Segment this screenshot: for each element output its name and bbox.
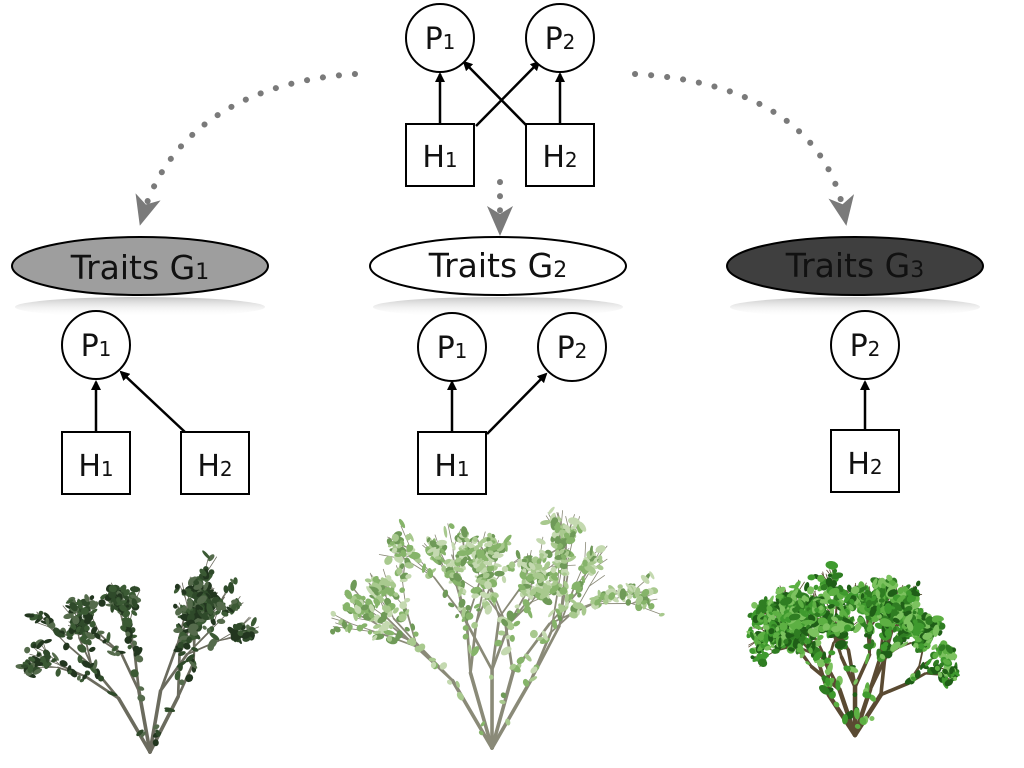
svg-text:P1: P1 [437,331,468,366]
svg-text:P2: P2 [557,331,588,366]
edge-h1-p2-top [475,60,541,127]
trait-g3-shadow [730,297,980,317]
node-p1-g2: P1 [417,312,487,382]
trait-g2-label: Traits G2 [428,246,567,285]
group3-network: P2 H2 [830,310,900,493]
node-h1-g2: H1 [417,431,487,495]
plant-image-left [15,550,260,754]
trait-g1-label: Traits G1 [70,248,209,287]
edge-g1-h2-p1 [119,370,187,434]
trait-g1-shadow [15,297,265,317]
svg-text:H1: H1 [434,449,469,484]
trait-g3-ellipse [726,236,984,296]
plant-image-right [746,561,960,738]
edge-h2-p1-top [462,60,528,127]
svg-text:H2: H2 [542,140,577,175]
node-p2-top: P2 [525,3,595,73]
node-p1-g1: P1 [61,310,131,380]
trait-g2-ellipse [369,236,627,296]
node-h1-g1: H1 [61,431,131,495]
dotted-arrow-left [135,71,358,226]
svg-text:H1: H1 [422,140,457,175]
svg-text:P2: P2 [545,22,576,57]
dotted-arrows [135,71,855,236]
trait-g2: Traits G2 [369,236,627,317]
trait-g3-label: Traits G3 [785,246,924,285]
group2-network: P1 P2 H1 [417,312,607,495]
edge-g2-h1-p2 [486,372,548,435]
trait-g1: Traits G1 [11,236,269,317]
node-p2-g3: P2 [830,310,900,380]
plant-image-center [330,506,665,750]
dotted-arrow-right [632,71,855,226]
trait-g1-ellipse [11,236,269,296]
top-network: P1 P2 H1 H2 [405,3,595,187]
node-p1-top: P1 [405,3,475,73]
node-h2-top: H2 [525,123,595,187]
trait-g2-shadow [373,297,623,317]
trait-g3: Traits G3 [726,236,984,317]
svg-text:H2: H2 [197,449,232,484]
svg-text:P1: P1 [81,329,112,364]
svg-text:H1: H1 [78,449,113,484]
node-h1-top: H1 [405,123,475,187]
svg-text:P1: P1 [425,22,456,57]
svg-text:P2: P2 [850,329,881,364]
svg-text:H2: H2 [847,447,882,482]
node-h2-g3: H2 [830,429,900,493]
group1-network: P1 H1 H2 [61,310,250,495]
node-p2-g2: P2 [537,312,607,382]
node-h2-g1: H2 [180,431,250,495]
